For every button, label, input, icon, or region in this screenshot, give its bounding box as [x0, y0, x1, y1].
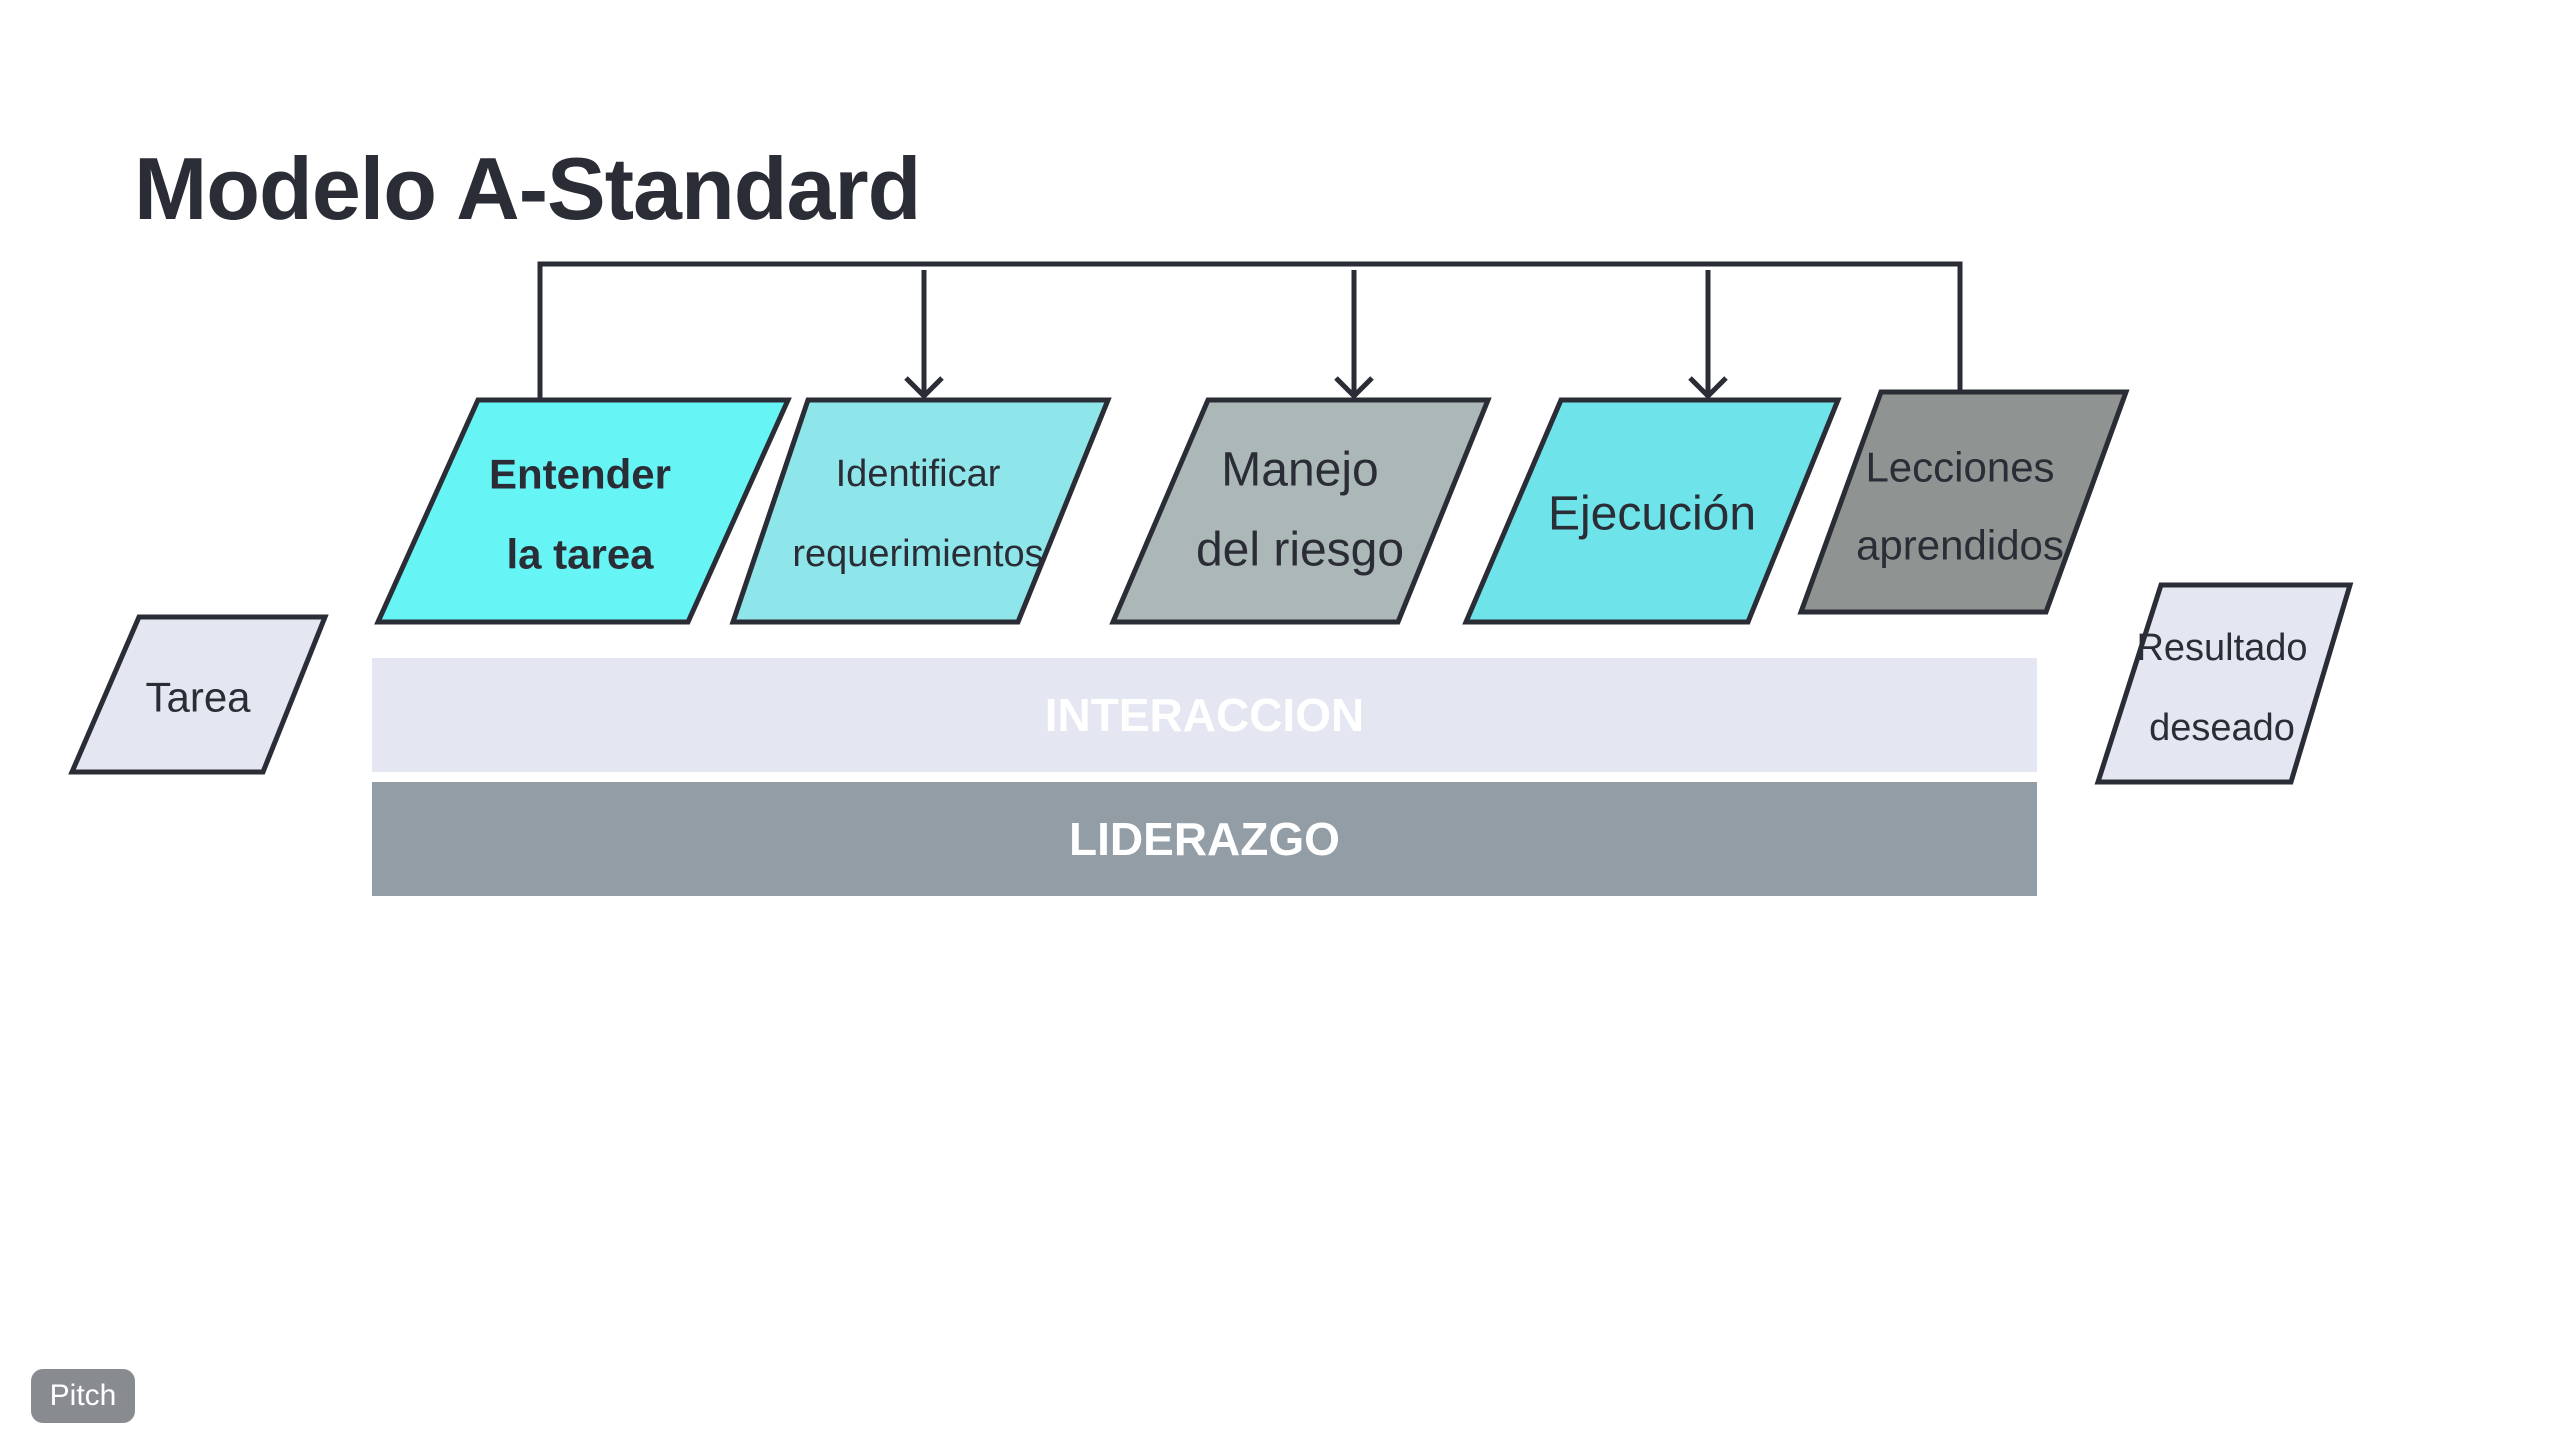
- slide-title: Modelo A-Standard: [134, 139, 921, 238]
- interaccion-band: INTERACCION: [372, 658, 2037, 772]
- step-identificar-node: Identificar requerimientos: [729, 397, 1112, 625]
- tarea-label-line-1: Tarea: [145, 674, 251, 721]
- step-lecciones-node: Lecciones aprendidos: [1797, 389, 2130, 615]
- identificar-label-line-1: Identificar: [836, 453, 1001, 495]
- step-lecciones-shape: [1797, 389, 2130, 615]
- pitch-badge-label: Pitch: [49, 1379, 117, 1412]
- liderazgo-label: LIDERAZGO: [1069, 813, 1340, 865]
- step-ejecucion-node: Ejecución: [1462, 397, 1842, 625]
- arrow-to-ejecucion-icon: [1688, 270, 1728, 400]
- lecciones-label-line-1: Lecciones: [1865, 444, 2054, 491]
- ejecucion-label-line-1: Ejecución: [1548, 488, 1756, 541]
- step-entender-shape: [374, 397, 792, 625]
- entender-label-line-2: la tarea: [506, 531, 654, 578]
- lecciones-label-line-2: aprendidos: [1856, 522, 2064, 569]
- step-manejo-shape: [1109, 397, 1492, 625]
- connector-lines: [537, 261, 1963, 400]
- liderazgo-band: LIDERAZGO: [372, 782, 2037, 896]
- entender-label-line-1: Entender: [489, 451, 671, 498]
- resultado-shape: [2094, 582, 2354, 785]
- identificar-label-line-2: requerimientos: [792, 533, 1043, 575]
- interaccion-label: INTERACCION: [1044, 689, 1365, 741]
- manejo-label-line-1: Manejo: [1221, 444, 1378, 497]
- tarea-node: Tarea: [68, 614, 329, 775]
- step-identificar-shape: [729, 397, 1112, 625]
- arrow-to-identificar-icon: [904, 270, 944, 400]
- step-ejecucion-shape: [1462, 397, 1842, 625]
- resultado-label-line-1: Resultado: [2136, 627, 2307, 669]
- step-manejo-node: Manejo del riesgo: [1109, 397, 1492, 625]
- arrow-to-manejo-icon: [1334, 270, 1374, 400]
- feedback-bracket-line: [537, 261, 1963, 400]
- manejo-label-line-2: del riesgo: [1196, 524, 1404, 577]
- step-entender-node: Entender la tarea: [374, 397, 792, 625]
- resultado-node: Resultado deseado: [2094, 582, 2354, 785]
- pitch-badge[interactable]: Pitch: [31, 1369, 135, 1423]
- resultado-label-line-2: deseado: [2149, 707, 2295, 749]
- tarea-shape: [68, 614, 329, 775]
